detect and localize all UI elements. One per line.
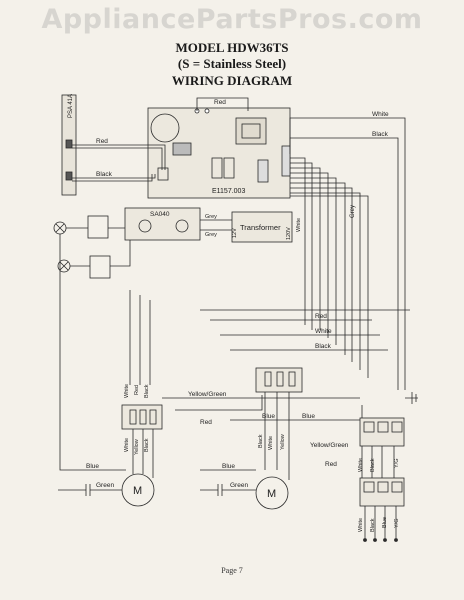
label-grey-2: Grey xyxy=(205,232,217,238)
label-blue-cm: Blue xyxy=(222,463,235,470)
label-red-lm-top: Red xyxy=(134,385,140,395)
label-yg-2: Yellow/Green xyxy=(310,442,349,449)
board-label: E1157.003 xyxy=(212,188,245,195)
lamp-2 xyxy=(57,240,131,279)
label-blue-2: Blue xyxy=(302,413,315,420)
capacitor-left xyxy=(58,484,122,496)
label-yg-rt: Y/G xyxy=(394,459,400,468)
label-white-mid: White xyxy=(315,328,332,335)
switch-label: SA040 xyxy=(150,211,170,218)
label-red-mid: Red xyxy=(315,313,327,320)
label-white-transformer: White xyxy=(296,218,302,232)
label-green-lm: Green xyxy=(96,482,114,489)
page-number: Page 7 xyxy=(221,566,243,575)
motor-center: M xyxy=(255,476,289,510)
label-black-cm: Black xyxy=(258,434,264,448)
motor-left: M xyxy=(121,473,155,507)
wire-psa-red xyxy=(72,144,166,170)
lamp-1 xyxy=(53,215,125,239)
wire-psa-black-2 xyxy=(72,174,153,182)
label-white-cm: White xyxy=(268,436,274,450)
label-red-center: Red xyxy=(200,419,212,426)
psa-component: PSA 41A xyxy=(61,94,77,196)
model-title: MODEL HDW36TS xyxy=(175,40,289,55)
label-black-mid: Black xyxy=(315,343,332,350)
label-white-top: White xyxy=(372,111,389,118)
label-green-cm: Green xyxy=(230,482,248,489)
capacitor-center xyxy=(200,484,256,496)
motor-center-label: M xyxy=(267,488,276,500)
label-blue-1: Blue xyxy=(262,413,275,420)
label-red-top: Red xyxy=(214,99,226,106)
terminal-block-left xyxy=(121,404,163,430)
label-white-rt: White xyxy=(358,458,364,472)
label-black-rt: Black xyxy=(370,458,376,472)
label-black-rb: Black xyxy=(370,518,376,532)
label-yg-rb: Y/G xyxy=(394,519,400,528)
wire-psa-black xyxy=(72,174,156,179)
transformer-label: Transformer xyxy=(240,223,281,232)
motor-left-label: M xyxy=(133,485,142,497)
terminal-block-right-top xyxy=(359,417,405,447)
label-psa-black: Black xyxy=(96,171,113,178)
label-blue-lm: Blue xyxy=(86,463,99,470)
label-yg-1: Yellow/Green xyxy=(188,391,227,398)
label-red-right: Red xyxy=(325,461,337,468)
label-black-lm-top: Black xyxy=(144,384,150,398)
label-yellow-cm: Yellow xyxy=(280,434,286,450)
transformer-120v: 120V xyxy=(286,227,292,240)
wire-red-top xyxy=(196,97,249,111)
control-board: E1157.003 xyxy=(147,107,291,199)
label-white-lm-bot: White xyxy=(124,438,130,452)
transformer: Transformer 12V 120V xyxy=(231,211,293,243)
transformer-12v: 12V xyxy=(232,228,238,238)
psa-label: PSA 41A xyxy=(68,94,74,118)
ground-icon xyxy=(405,392,418,404)
model-variant: (S = Stainless Steel) xyxy=(177,56,287,71)
label-yellow-lm-bot: Yellow xyxy=(134,439,140,455)
label-blue-rb: Blue xyxy=(382,517,388,528)
label-black-lm-bot: Black xyxy=(144,438,150,452)
wire-psa-red-2 xyxy=(72,147,163,170)
switch-sa040: SA040 xyxy=(124,207,201,241)
label-black-top: Black xyxy=(372,131,389,138)
label-grey-1: Grey xyxy=(205,214,217,220)
label-psa-red: Red xyxy=(96,138,108,145)
diagram-title: WIRING DIAGRAM xyxy=(171,73,293,88)
label-white-lm-top: White xyxy=(124,384,130,398)
label-grey-right: Grey xyxy=(350,205,356,218)
wire-black-top xyxy=(289,137,399,390)
terminal-block-center xyxy=(255,367,303,393)
label-white-rb: White xyxy=(358,518,364,532)
wire-white-top xyxy=(289,117,406,390)
terminal-block-right-bottom xyxy=(359,477,405,507)
